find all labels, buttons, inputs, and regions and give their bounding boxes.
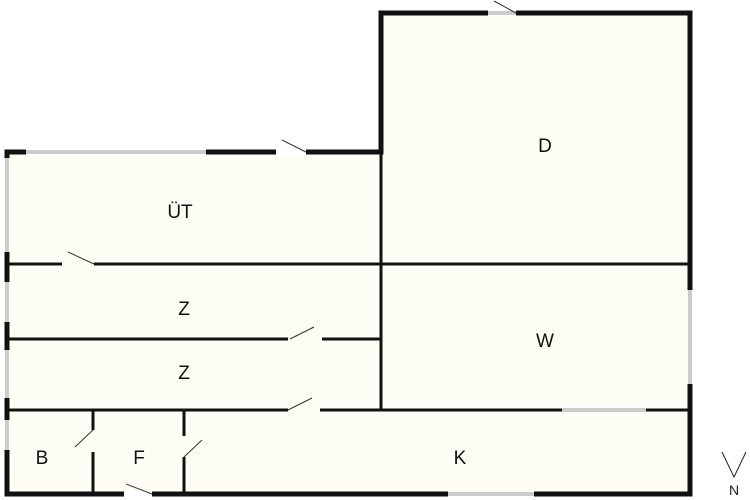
compass: N — [721, 451, 747, 498]
window-d-top — [488, 10, 516, 16]
door-f — [183, 439, 203, 458]
compass-label: N — [729, 482, 739, 498]
room-label-k: K — [454, 448, 467, 469]
window-w-right — [687, 290, 693, 384]
door-b — [74, 429, 94, 448]
window-k-bottom — [448, 491, 534, 497]
window-z-lower-left — [4, 350, 10, 398]
window-ut-top — [26, 149, 206, 155]
door-d-top — [493, 0, 517, 14]
room-label-ut: ÜT — [167, 202, 193, 223]
window-w-k-opening — [562, 407, 646, 413]
window-b-left — [4, 420, 10, 450]
outer-walls — [4, 10, 693, 497]
room-label-z-lower: Z — [178, 363, 190, 384]
window-ut-left — [4, 158, 10, 252]
room-label-f: F — [133, 448, 145, 469]
door-ut-z — [67, 251, 95, 265]
door-z-z — [289, 326, 315, 340]
room-labels: ÜT D Z Z W B F K — [36, 136, 554, 469]
floor-area — [7, 13, 689, 494]
door-ut-entry — [281, 139, 307, 153]
room-label-w: W — [536, 331, 554, 352]
north-arrow-icon — [721, 451, 747, 479]
room-label-b: B — [36, 448, 49, 469]
door-z-k — [287, 397, 313, 411]
room-label-d: D — [538, 136, 552, 157]
windows — [4, 10, 693, 497]
door-f-bottom — [125, 483, 153, 495]
doors — [67, 0, 517, 495]
room-label-z-upper: Z — [178, 299, 190, 320]
window-z-upper-left — [4, 282, 10, 322]
